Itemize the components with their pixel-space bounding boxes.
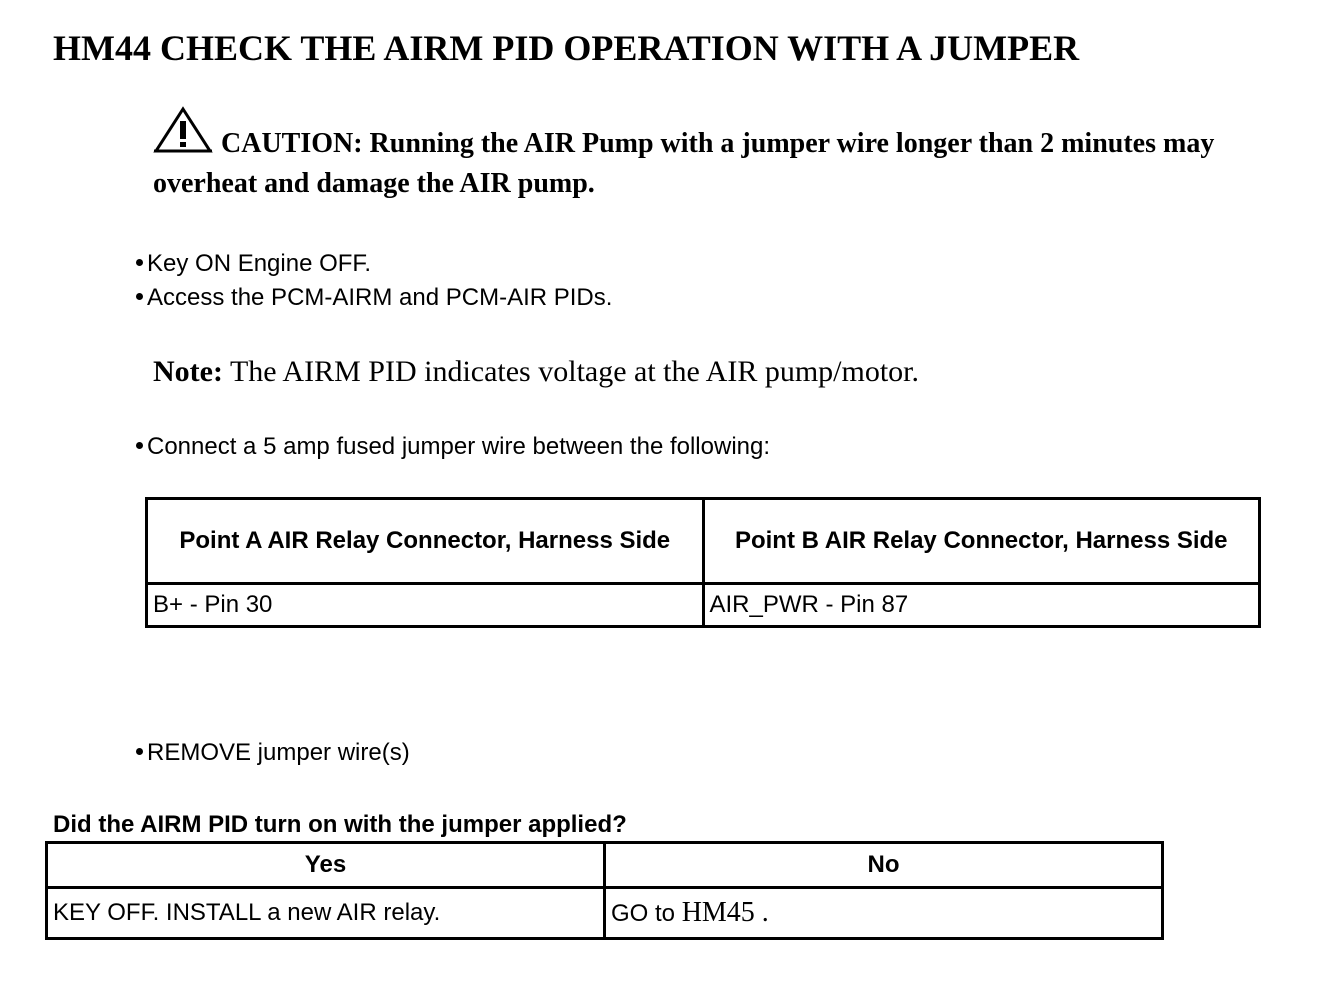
step-access-pids: Access the PCM-AIRM and PCM-AIR PIDs. bbox=[136, 283, 612, 313]
note: Note: The AIRM PID indicates voltage at … bbox=[153, 353, 919, 391]
table-header-row: Point A AIR Relay Connector, Harness Sid… bbox=[145, 497, 1261, 585]
bullet-icon bbox=[136, 259, 143, 267]
table-row: B+ - Pin 30 AIR_PWR - Pin 87 bbox=[145, 582, 1261, 628]
caution-block: CAUTION: Running the AIR Pump with a jum… bbox=[153, 106, 1263, 203]
bullet-icon bbox=[136, 748, 143, 756]
jumper-connection-table: Point A AIR Relay Connector, Harness Sid… bbox=[145, 497, 1261, 628]
note-text: The AIRM PID indicates voltage at the AI… bbox=[229, 355, 920, 388]
step-key-on: Key ON Engine OFF. bbox=[136, 249, 371, 279]
no-action-prefix: GO to bbox=[611, 900, 682, 927]
header-yes: Yes bbox=[45, 841, 606, 889]
decision-table: Yes No KEY OFF. INSTALL a new AIR relay.… bbox=[45, 841, 1164, 940]
header-point-a: Point A AIR Relay Connector, Harness Sid… bbox=[145, 497, 705, 585]
step-text: Access the PCM-AIRM and PCM-AIR PIDs. bbox=[147, 284, 613, 311]
decision-question: Did the AIRM PID turn on with the jumper… bbox=[53, 811, 627, 838]
step-remove-jumper: REMOVE jumper wire(s) bbox=[136, 738, 410, 768]
warning-triangle-icon bbox=[153, 106, 213, 165]
note-label: Note: bbox=[153, 355, 223, 388]
table-header-row: Yes No bbox=[45, 841, 1164, 889]
no-action: GO to HM45 . bbox=[603, 886, 1164, 940]
cell-point-a: B+ - Pin 30 bbox=[145, 582, 705, 628]
bullet-icon bbox=[136, 293, 143, 301]
step-text: REMOVE jumper wire(s) bbox=[147, 739, 410, 766]
hm45-link[interactable]: HM45 . bbox=[681, 897, 769, 928]
page-title: HM44 CHECK THE AIRM PID OPERATION WITH A… bbox=[53, 28, 1080, 68]
cell-point-b: AIR_PWR - Pin 87 bbox=[701, 582, 1261, 628]
bullet-icon bbox=[136, 442, 143, 450]
step-connect-jumper: Connect a 5 amp fused jumper wire betwee… bbox=[136, 432, 770, 462]
yes-action: KEY OFF. INSTALL a new AIR relay. bbox=[45, 886, 606, 940]
step-text: Connect a 5 amp fused jumper wire betwee… bbox=[147, 433, 771, 460]
header-point-b: Point B AIR Relay Connector, Harness Sid… bbox=[701, 497, 1261, 585]
table-row: KEY OFF. INSTALL a new AIR relay. GO to … bbox=[45, 886, 1164, 940]
caution-text: CAUTION: Running the AIR Pump with a jum… bbox=[153, 128, 1215, 199]
header-no: No bbox=[603, 841, 1164, 889]
step-text: Key ON Engine OFF. bbox=[147, 250, 372, 277]
